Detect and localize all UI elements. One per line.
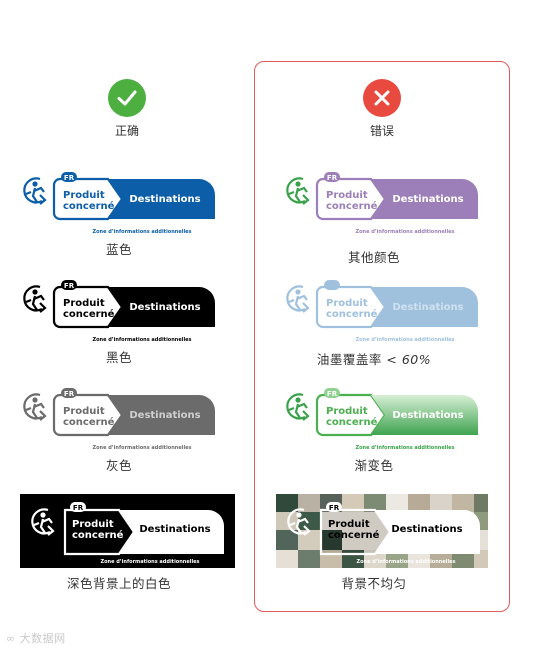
- triman-logo-white-on-dark: FR Produit concerné Destinations Zone d’…: [20, 494, 235, 568]
- wrong-examples-frame: [254, 61, 510, 612]
- concerne-label: concerné: [63, 308, 115, 320]
- watermark-text: 大数据网: [19, 632, 66, 645]
- zone-label: Zone d’informations additionnelles: [355, 445, 454, 451]
- concerne-label: concerné: [72, 529, 124, 541]
- wrong-badge: [363, 79, 401, 117]
- triman-logo-uneven-bg: FR Produit concerné Destinations Zone d’…: [276, 494, 488, 568]
- triman-logo-blue: FR Produit concerné Destinations Zone d’…: [23, 172, 215, 235]
- triman-logo-low-ink: Produit concerné Destinations Zone d’inf…: [286, 280, 478, 343]
- fr-label: FR: [64, 390, 75, 398]
- zone-label: Zone d’informations additionnelles: [355, 229, 454, 235]
- concerne-label: concerné: [326, 200, 378, 212]
- watermark-icon: ∞: [6, 632, 20, 645]
- triman-person-icon: [287, 508, 311, 536]
- fr-label: FR: [329, 504, 340, 512]
- triman-person-icon: [286, 393, 310, 421]
- produit-label: Produit: [326, 190, 368, 201]
- produit-label: Produit: [328, 519, 370, 530]
- fr-label: FR: [64, 174, 75, 182]
- zone-label: Zone d’informations additionnelles: [92, 229, 191, 235]
- produit-label: Produit: [326, 298, 368, 309]
- concerne-label: concerné: [326, 308, 378, 320]
- destinations-label: Destinations: [391, 524, 462, 535]
- triman-person-icon: [286, 177, 310, 205]
- destinations-label: Destinations: [392, 410, 463, 421]
- triman-person-icon: [23, 177, 47, 205]
- caption-black: 黑色: [105, 350, 132, 365]
- fr-label: FR: [73, 504, 84, 512]
- fr-label: FR: [327, 390, 338, 398]
- fr-label: FR: [64, 282, 75, 290]
- wrong-column: 错误 FR Produit concerné Destinations Zone…: [257, 0, 491, 651]
- produit-label: Produit: [63, 190, 105, 201]
- cross-icon: [374, 90, 390, 106]
- destinations-label: Destinations: [129, 410, 200, 421]
- triman-logo-purple: FR Produit concerné Destinations Zone d’…: [286, 172, 478, 235]
- concerne-label: concerné: [63, 200, 115, 212]
- zone-label: Zone d’informations additionnelles: [92, 445, 191, 451]
- zone-label: Zone d’informations additionnelles: [100, 559, 199, 565]
- correct-badge: [108, 79, 146, 117]
- triman-person-icon: [31, 508, 55, 536]
- zone-label: Zone d’informations additionnelles: [355, 337, 454, 343]
- caption-other-colors: 其他颜色: [347, 250, 400, 265]
- zone-label: Zone d’informations additionnelles: [356, 559, 455, 565]
- zone-label: Zone d’informations additionnelles: [92, 337, 191, 343]
- correct-column: 正确 FR Produit concerné Destinations Zone…: [2, 0, 236, 651]
- destinations-label: Destinations: [139, 524, 210, 535]
- produit-label: Produit: [63, 406, 105, 417]
- triman-person-icon: [286, 285, 310, 313]
- correct-title: 正确: [114, 124, 139, 138]
- watermark: ∞ 大数据网: [6, 630, 66, 646]
- caption-low-ink: 油墨覆盖率 < 60%: [257, 349, 491, 368]
- destinations-label: Destinations: [129, 302, 200, 313]
- caption-white-on-dark: 深色背景上的白色: [66, 576, 171, 591]
- triman-logo-black: FR Produit concerné Destinations Zone d’…: [23, 280, 215, 343]
- caption-blue: 蓝色: [105, 242, 132, 257]
- concerne-label: concerné: [326, 416, 378, 428]
- concerne-label: concerné: [328, 529, 380, 541]
- produit-label: Produit: [63, 298, 105, 309]
- caption-uneven-bg: 背景不均匀: [341, 576, 407, 591]
- triman-person-icon: [23, 285, 47, 313]
- destinations-label: Destinations: [129, 194, 200, 205]
- fr-label: FR: [327, 174, 338, 182]
- triman-person-icon: [23, 393, 47, 421]
- concerne-label: concerné: [63, 416, 115, 428]
- wrong-title: 错误: [369, 124, 394, 138]
- produit-label: Produit: [326, 406, 368, 417]
- caption-low-ink-main: 油墨覆盖率: [316, 352, 382, 367]
- destinations-label: Destinations: [392, 302, 463, 313]
- caption-gradient: 渐变色: [354, 458, 394, 473]
- destinations-label: Destinations: [392, 194, 463, 205]
- check-icon: [117, 90, 137, 106]
- triman-logo-gray: FR Produit concerné Destinations Zone d’…: [23, 388, 215, 451]
- produit-label: Produit: [72, 519, 114, 530]
- triman-logo-gradient: FR Produit concerné Destinations Zone d’…: [286, 388, 478, 451]
- caption-low-ink-suffix: < 60%: [386, 352, 432, 367]
- caption-gray: 灰色: [105, 458, 132, 473]
